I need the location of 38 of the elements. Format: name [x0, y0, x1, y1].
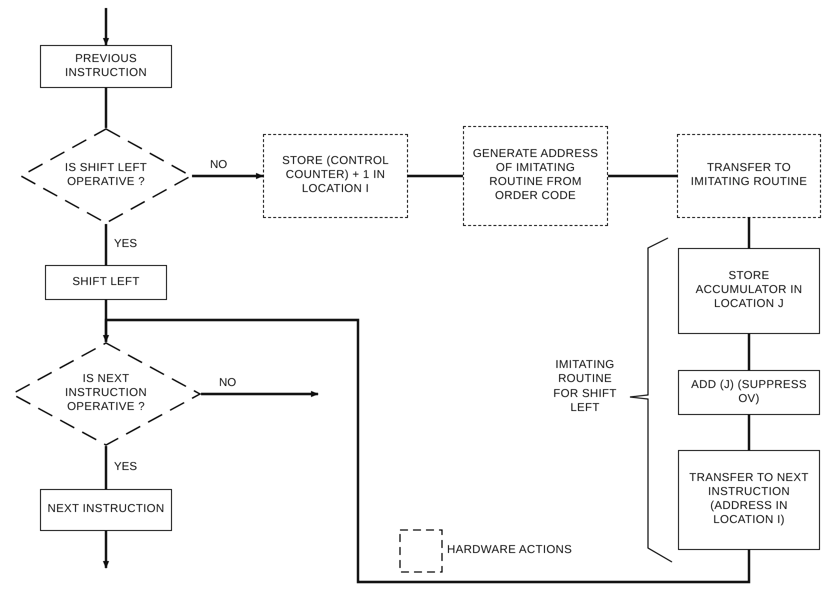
- node-text: GENERATE ADDRESS OF IMITATING ROUTINE FROM ORDER CODE: [472, 148, 600, 204]
- decision-diamond: [20, 128, 192, 224]
- node-text: IS SHIFT LEFT OPERATIVE ?: [64, 162, 148, 190]
- connector-line: [104, 446, 108, 489]
- node-text: SHIFT LEFT: [72, 276, 140, 290]
- arrow: [102, 318, 750, 584]
- process-box: [40, 45, 172, 88]
- node-text: IS NEXT INSTRUCTION OPERATIVE ?: [64, 373, 148, 415]
- connector-line: [748, 415, 750, 450]
- process-box: [678, 248, 820, 334]
- hardware-action-box: [463, 126, 608, 226]
- arrow: [102, 8, 110, 46]
- connector-line: [748, 334, 750, 370]
- edge-label: YES: [112, 460, 140, 474]
- hardware-action-box: [677, 134, 821, 218]
- arrow: [201, 390, 319, 398]
- connector-line: [608, 174, 677, 178]
- arrow: [192, 172, 264, 180]
- edge-label: YES: [112, 238, 140, 250]
- process-box: [40, 489, 172, 531]
- bracket-label: IMITATING ROUTINE FOR SHIFT LEFT: [552, 358, 618, 416]
- arrow: [102, 531, 110, 569]
- connector-line: [748, 218, 750, 248]
- node-text: NEXT INSTRUCTION: [47, 503, 165, 517]
- process-box: [678, 370, 820, 415]
- node-text: TRANSFER TO IMITATING ROUTINE: [690, 162, 808, 190]
- process-box: [678, 450, 820, 550]
- legend-label: HARDWARE ACTIONS: [447, 543, 572, 558]
- connector-line: [408, 174, 463, 178]
- process-box: [45, 265, 167, 300]
- node-text: STORE ACCUMULATOR IN LOCATION J: [694, 270, 804, 312]
- hardware-action-box: [263, 134, 408, 218]
- connector-line: [104, 88, 108, 128]
- node-text: STORE (CONTROL COUNTER) + 1 IN LOCATION I: [281, 155, 390, 197]
- node-text: TRANSFER TO NEXT INSTRUCTION (ADDRESS IN LOCATION I): [688, 472, 810, 528]
- node-text: PREVIOUS INSTRUCTION: [64, 52, 148, 80]
- connector-line: [104, 224, 108, 265]
- node-text: ADD (J) (SUPPRESS OV): [690, 378, 808, 406]
